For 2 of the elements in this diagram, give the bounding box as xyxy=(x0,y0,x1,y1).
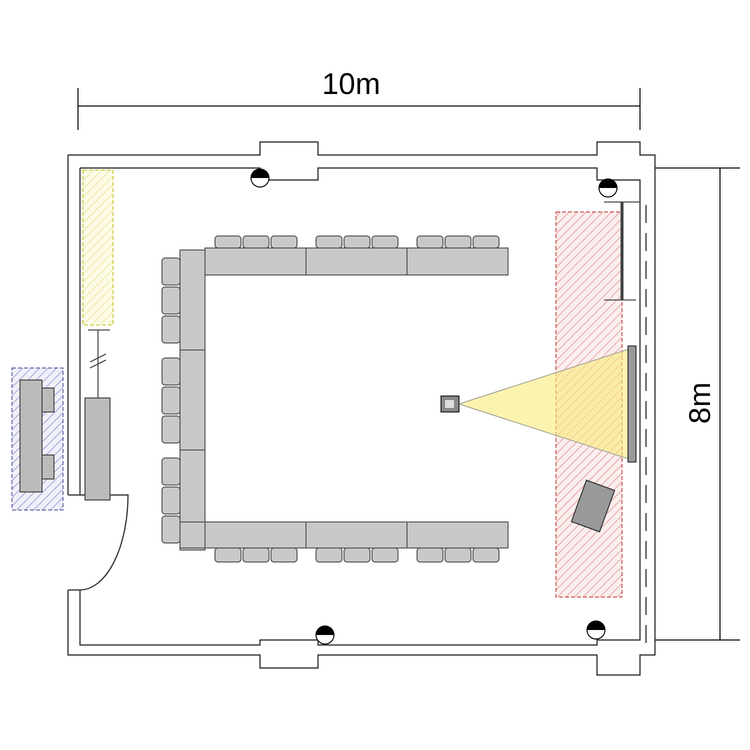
dimension-label: 10m xyxy=(322,70,380,100)
dimension-label: 8m xyxy=(686,382,716,424)
